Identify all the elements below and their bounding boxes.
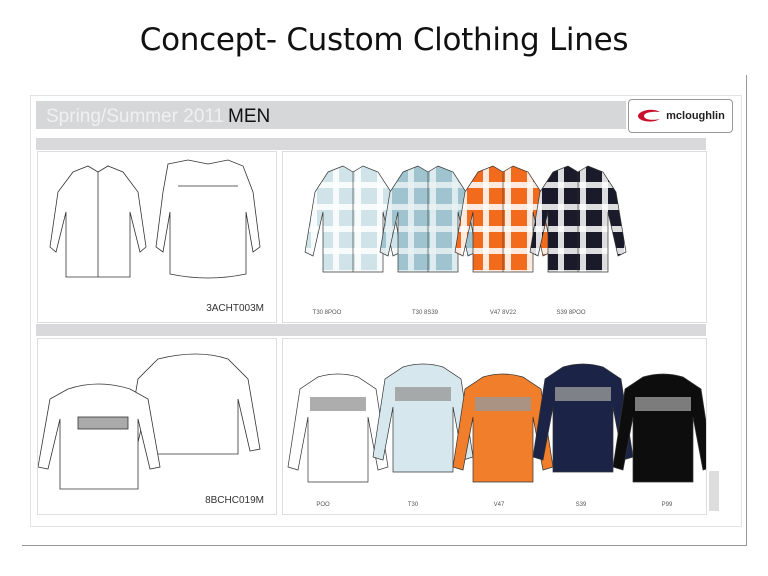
tee-variant-label: P99 [661, 502, 673, 508]
shirt-variant-label: T30 8S39 [411, 310, 439, 316]
lineup-board: Spring/Summer 2011 MEN mcloughlin 3ACHT0… [30, 95, 742, 527]
tee-style-code: 8BCHC019M [205, 495, 264, 506]
shirt-variant-label: T30 8POO [312, 310, 342, 316]
section-bar-shirts [36, 138, 706, 150]
tee-colorway [532, 363, 634, 473]
scrollbar[interactable] [709, 471, 719, 511]
tee-variant-label: T30 [407, 502, 419, 508]
shirt-variant-label: V47 8V22 [489, 310, 517, 316]
tee-flat-sketch [37, 353, 261, 490]
category-label: MEN [228, 106, 271, 127]
season-label: Spring/Summer 2011 [46, 106, 225, 127]
shirt-flat-sketch [49, 159, 261, 279]
tee-colorway [612, 373, 714, 483]
sheet-frame [22, 75, 747, 546]
slide-title: Concept- Custom Clothing Lines [139, 22, 629, 58]
tee-colorway [452, 373, 554, 483]
section-bar-tees [36, 324, 706, 336]
shirt-colorways [304, 165, 627, 273]
tee-colorways-panel: POO T30 V47 S39 P99 [282, 338, 714, 515]
brand-logo: mcloughlin [628, 99, 733, 133]
tee-flat-panel: 8BCHC019M [37, 338, 277, 515]
shirt-variant-label: S39 8POO [556, 310, 586, 316]
shirt-style-code: 3ACHT003M [206, 303, 264, 314]
brand-name: mcloughlin [666, 110, 725, 122]
shirt-colorway [304, 165, 402, 273]
tee-colorways [287, 363, 714, 483]
tee-colorway [287, 373, 389, 483]
shirt-flat-panel: 3ACHT003M [37, 151, 277, 323]
tee-variant-label: POO [316, 502, 330, 508]
shirt-colorway [454, 165, 552, 273]
board-header: Spring/Summer 2011 MEN [36, 101, 626, 129]
tee-variant-label: S39 [575, 502, 587, 508]
shirt-colorway [529, 165, 627, 273]
shirt-colorways-panel: T30 8POO T30 8S39 V47 8V22 S39 8POO [282, 151, 707, 323]
tee-variant-label: V47 [493, 502, 505, 508]
tee-colorway [372, 363, 474, 473]
brand-swoosh-icon [638, 109, 661, 122]
